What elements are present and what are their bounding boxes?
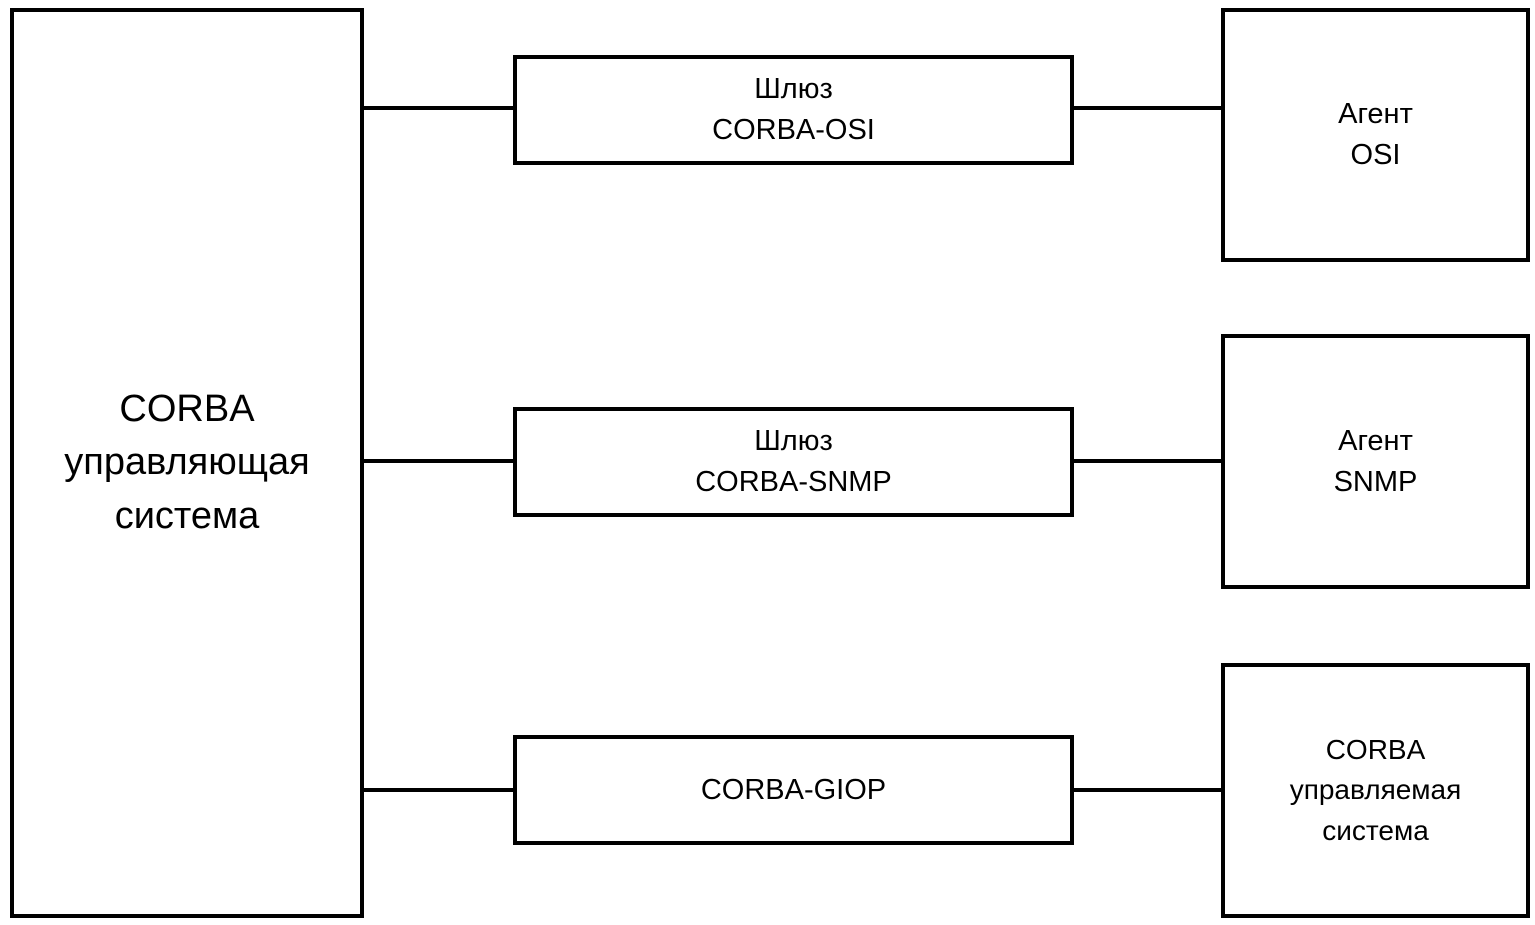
gateway-corba-osi-box: Шлюз CORBA-OSI [513, 55, 1074, 165]
managed-system-label-line-1: CORBA [1325, 733, 1426, 765]
agent-snmp-label-line-1: Агент [1338, 424, 1413, 457]
connector-manager-giop [364, 788, 513, 792]
manager-label-line-2: управляющая [64, 441, 310, 484]
gateway-snmp-label-line-2: CORBA-SNMP [695, 466, 892, 498]
agent-snmp-box: Агент SNMP [1221, 334, 1530, 589]
connector-manager-gateway-snmp [364, 459, 513, 463]
gateway-osi-label-line-2: CORBA-OSI [712, 114, 875, 146]
giop-label: CORBA-GIOP [700, 773, 887, 806]
corba-managing-system-box: CORBA управляющая система [10, 8, 364, 918]
managed-system-label-line-3: система [1322, 814, 1429, 846]
agent-osi-label-line-2: OSI [1350, 139, 1401, 171]
connector-manager-gateway-osi [364, 106, 513, 110]
connector-gateway-osi-agent-osi [1074, 106, 1221, 110]
connector-giop-managed-system [1074, 788, 1221, 792]
agent-snmp-label-line-2: SNMP [1333, 465, 1418, 498]
managed-system-label-line-2: управляемая [1289, 774, 1462, 806]
connector-gateway-snmp-agent-snmp [1074, 459, 1221, 463]
corba-managed-system-box: CORBA управляемая система [1221, 663, 1530, 918]
corba-giop-box: CORBA-GIOP [513, 735, 1074, 845]
agent-osi-box: Агент OSI [1221, 8, 1530, 262]
gateway-corba-snmp-box: Шлюз CORBA-SNMP [513, 407, 1074, 517]
gateway-snmp-label-line-1: Шлюз [754, 425, 833, 458]
manager-label-line-1: CORBA [119, 388, 255, 431]
agent-osi-label-line-1: Агент [1338, 98, 1413, 131]
manager-label-line-3: система [114, 494, 260, 537]
gateway-osi-label-line-1: Шлюз [754, 73, 833, 106]
